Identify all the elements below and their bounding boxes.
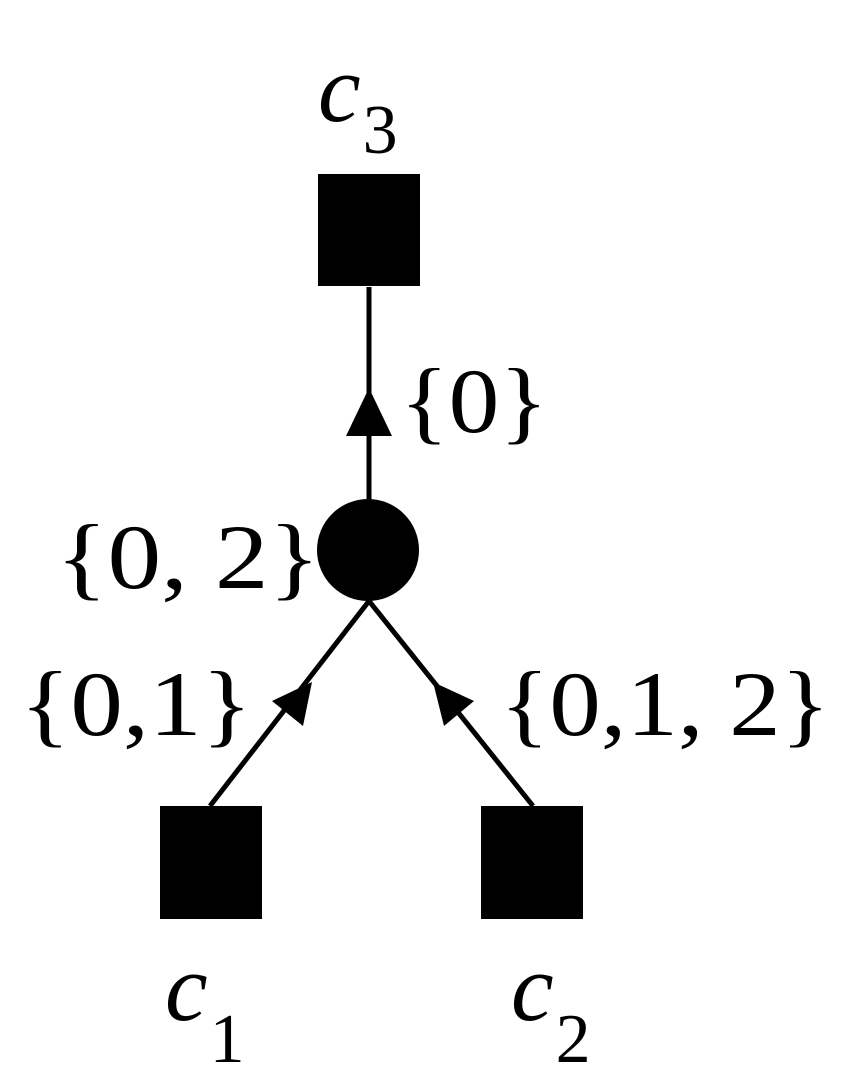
node-label-center-set: {0, 2} <box>56 506 320 608</box>
factor-node-c1 <box>160 806 262 919</box>
variable-node-center <box>317 499 419 601</box>
node-label-c2-sub: 2 <box>556 1001 591 1078</box>
node-label-c3: c3 <box>318 35 398 169</box>
factor-node-c3 <box>318 174 420 286</box>
node-label-c3-var: c <box>318 35 361 142</box>
node-label-c1-var: c <box>165 934 208 1041</box>
node-label-c2: c2 <box>511 934 591 1078</box>
arrowhead-c2-to-center <box>433 682 474 726</box>
node-label-c3-sub: 3 <box>363 92 398 169</box>
arrowhead-c1-to-center <box>272 682 312 726</box>
node-label-c2-var: c <box>511 934 554 1041</box>
edge-label-center-to-c3: {0} <box>400 350 548 452</box>
edge-label-c2-to-center: {0,1, 2} <box>500 653 830 755</box>
node-label-c1-sub: 1 <box>210 1001 245 1078</box>
arrowhead-center-to-c3 <box>346 388 392 436</box>
node-label-c1: c1 <box>165 934 245 1078</box>
factor-node-c2 <box>481 806 583 919</box>
edge-label-c1-to-center: {0,1} <box>20 653 252 755</box>
